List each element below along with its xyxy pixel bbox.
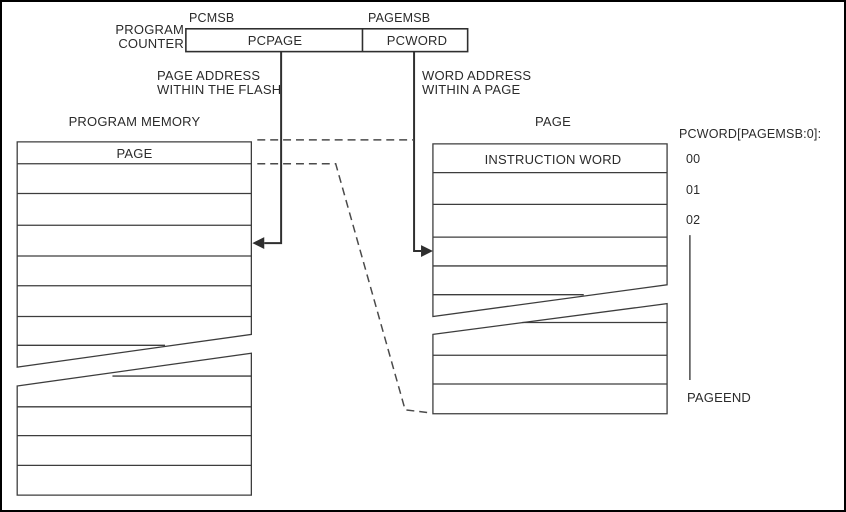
page-address-annotation: PAGE ADDRESS WITHIN THE FLASH xyxy=(157,69,281,97)
pcword-index-header: PCWORD[PAGEMSB:0]: xyxy=(679,127,822,141)
page-address-annotation-line1: PAGE ADDRESS xyxy=(157,68,261,83)
page-mapping-dashed-lines xyxy=(257,139,430,414)
word-address-annotation-line1: WORD ADDRESS xyxy=(422,68,532,83)
pcmsb-label: PCMSB xyxy=(189,11,235,25)
program-counter-register-box xyxy=(185,27,469,53)
word-address-annotation-line2: WITHIN A PAGE xyxy=(422,82,521,97)
page-table-upper xyxy=(432,143,668,318)
program-memory-title: PROGRAM MEMORY xyxy=(68,114,201,129)
pcword-arrow xyxy=(413,51,433,257)
pcpage-field: PCPAGE xyxy=(247,32,303,48)
page-table-lower xyxy=(432,302,668,415)
pagemsb-label: PAGEMSB xyxy=(368,11,431,25)
program-memory-table-lower xyxy=(16,352,252,496)
program-counter-label-line1: PROGRAM xyxy=(115,22,184,37)
word-index-01: 01 xyxy=(686,183,701,197)
instruction-word-row-label: INSTRUCTION WORD xyxy=(484,151,622,167)
arrowhead-right-icon xyxy=(421,245,433,257)
program-counter-label-line2: COUNTER xyxy=(118,36,184,51)
program-counter-label: PROGRAM COUNTER xyxy=(92,23,184,51)
page-table-title: PAGE xyxy=(535,114,571,129)
pcword-field: PCWORD xyxy=(386,32,448,48)
page-address-annotation-line2: WITHIN THE FLASH xyxy=(157,82,282,97)
pageend-label: PAGEEND xyxy=(687,390,752,405)
pcpage-arrow xyxy=(252,51,283,250)
word-index-02: 02 xyxy=(686,213,701,227)
word-index-00: 00 xyxy=(686,152,701,166)
program-memory-page-row-label: PAGE xyxy=(116,146,153,161)
word-address-annotation: WORD ADDRESS WITHIN A PAGE xyxy=(422,69,531,97)
dashed-line-diagonal xyxy=(257,162,430,414)
arrowhead-left-icon xyxy=(252,237,265,250)
program-memory-table-upper xyxy=(16,141,252,368)
